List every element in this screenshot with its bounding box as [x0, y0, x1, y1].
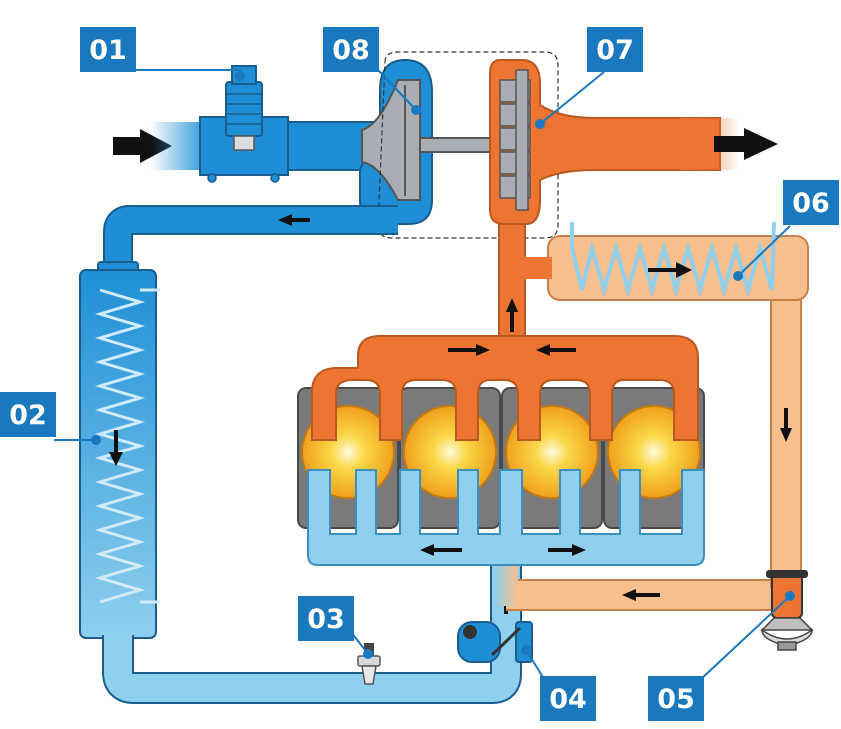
callout-06: 06	[783, 180, 839, 225]
intake-manifold	[307, 469, 705, 566]
egr-cooler	[547, 221, 809, 301]
callout-label-08: 08	[332, 35, 370, 66]
callout-label-01: 01	[89, 35, 127, 66]
callout-04: 04	[540, 676, 596, 721]
flow-arrow-down	[780, 408, 792, 442]
leader-05	[699, 595, 791, 681]
callout-label-05: 05	[657, 684, 695, 715]
callout-label-04: 04	[549, 684, 587, 715]
charge-air-cooler	[79, 261, 160, 639]
inlet-arrow	[113, 129, 172, 163]
exhaust-outlet-arrow	[714, 128, 778, 160]
leader-06	[737, 225, 791, 277]
leader-dot-02	[91, 435, 101, 445]
callout-label-02: 02	[9, 400, 47, 431]
leader-07	[539, 71, 605, 125]
cooled-air-pipe-fill	[104, 556, 520, 702]
leader-dot-04	[521, 645, 531, 655]
leader-dot-08	[411, 105, 421, 115]
turbine	[489, 59, 721, 225]
exhaust-manifold	[311, 335, 699, 441]
leader-dot-07	[535, 119, 545, 129]
leader-08	[377, 69, 417, 111]
flow-arrow-up	[506, 298, 518, 332]
callout-03: 03	[298, 596, 354, 641]
callout-07: 07	[587, 27, 643, 72]
compressor	[359, 58, 433, 225]
leader-dot-03	[363, 649, 373, 659]
callout-label-03: 03	[307, 604, 345, 635]
callout-05: 05	[648, 676, 704, 721]
callout-01: 01	[80, 27, 136, 72]
intake-air-pipe-fill	[105, 207, 398, 270]
flow-arrow-left	[622, 589, 660, 601]
callout-label-06: 06	[792, 188, 830, 219]
turbo-shaft	[419, 137, 499, 153]
callout-label-07: 07	[596, 35, 634, 66]
egr-valve	[457, 621, 533, 663]
mixing-zone	[494, 566, 518, 606]
callout-02: 02	[0, 392, 56, 437]
callout-08: 08	[323, 27, 379, 72]
leader-01	[130, 69, 241, 76]
leader-dot-05	[785, 591, 795, 601]
flow-arrow-left	[278, 214, 310, 226]
housing-bolt	[207, 173, 217, 183]
turbocharger-outline	[377, 51, 559, 239]
leader-dot-01	[235, 71, 245, 81]
leader-dot-06	[733, 271, 743, 281]
housing-bolt	[270, 173, 280, 183]
